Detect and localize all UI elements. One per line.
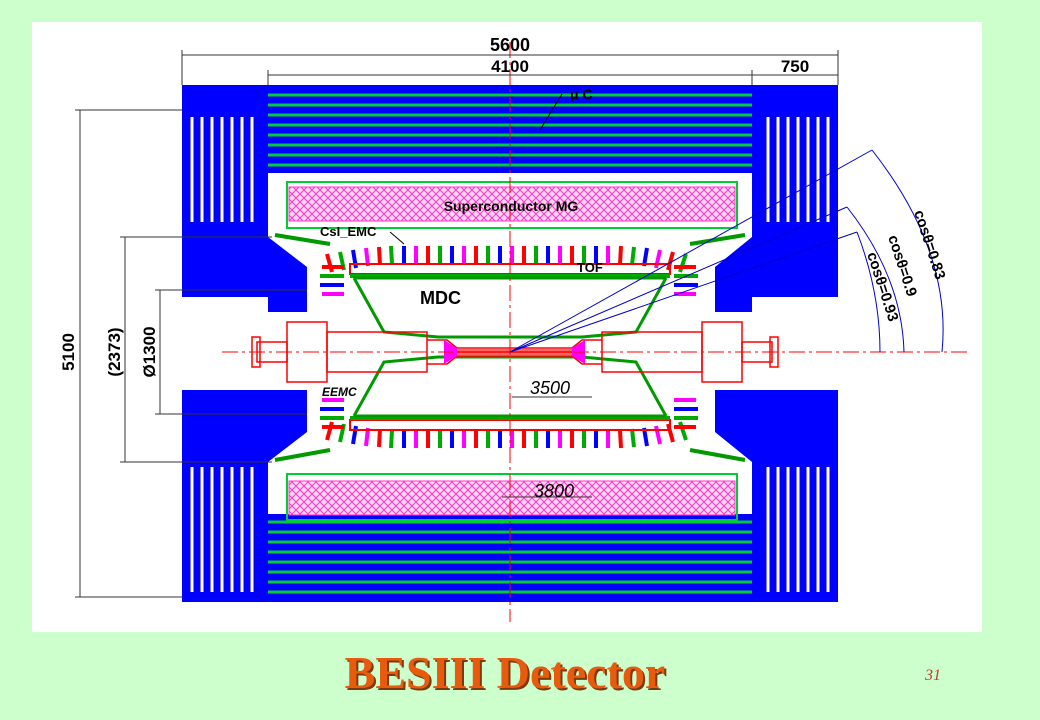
polar-angle-lines <box>509 149 944 353</box>
dim-barrel-length: 4100 <box>491 57 529 76</box>
component-labels: μ C Superconductor MG CsI_EMC TOF MDC EE… <box>320 86 603 399</box>
dim-inner-height: (2373) <box>105 327 124 376</box>
yoke-endcap-left-slots <box>190 117 254 592</box>
label-tof: TOF <box>577 260 603 275</box>
emc-crystals-bottom <box>325 421 688 449</box>
yoke-endcap-right-slots <box>766 117 830 592</box>
magnet-cryostat <box>286 181 738 521</box>
yoke-endcap-right <box>715 85 838 602</box>
dim-magnet-length: 3800 <box>534 481 574 501</box>
dimension-labels: 5600 4100 750 5100 (2373) Ø1300 3500 380… <box>59 35 809 501</box>
page-number: 31 <box>925 667 941 684</box>
label-magnet: Superconductor MG <box>444 198 579 214</box>
dim-endcap-thickness: 750 <box>781 57 809 76</box>
dimension-lines <box>75 50 839 598</box>
dim-bore-diameter: Ø1300 <box>140 326 159 377</box>
yoke-endcap-left <box>182 85 307 602</box>
emc-crystals-top <box>325 245 688 273</box>
label-emc: CsI_EMC <box>320 224 377 239</box>
slide-title: BESIII Detector <box>344 647 666 698</box>
label-muon: μ C <box>570 86 593 102</box>
emc-endcaps <box>320 265 698 429</box>
dim-overall-length: 5600 <box>490 35 530 55</box>
dim-overall-height: 5100 <box>59 333 78 371</box>
detector-drawing: 5600 4100 750 5100 (2373) Ø1300 3500 380… <box>32 22 982 632</box>
label-eemc: EEMC <box>322 385 357 399</box>
support-flanges <box>274 233 746 462</box>
label-mdc: MDC <box>420 288 461 308</box>
center-lines <box>222 42 967 622</box>
angle-label-083: cosθ=0.83 <box>910 208 948 282</box>
angle-labels: cosθ=0.83 cosθ=0.9 cosθ=0.93 <box>863 208 948 324</box>
dim-mdc-length: 3500 <box>530 378 570 398</box>
detector-schematic: 5600 4100 750 5100 (2373) Ø1300 3500 380… <box>59 35 967 622</box>
